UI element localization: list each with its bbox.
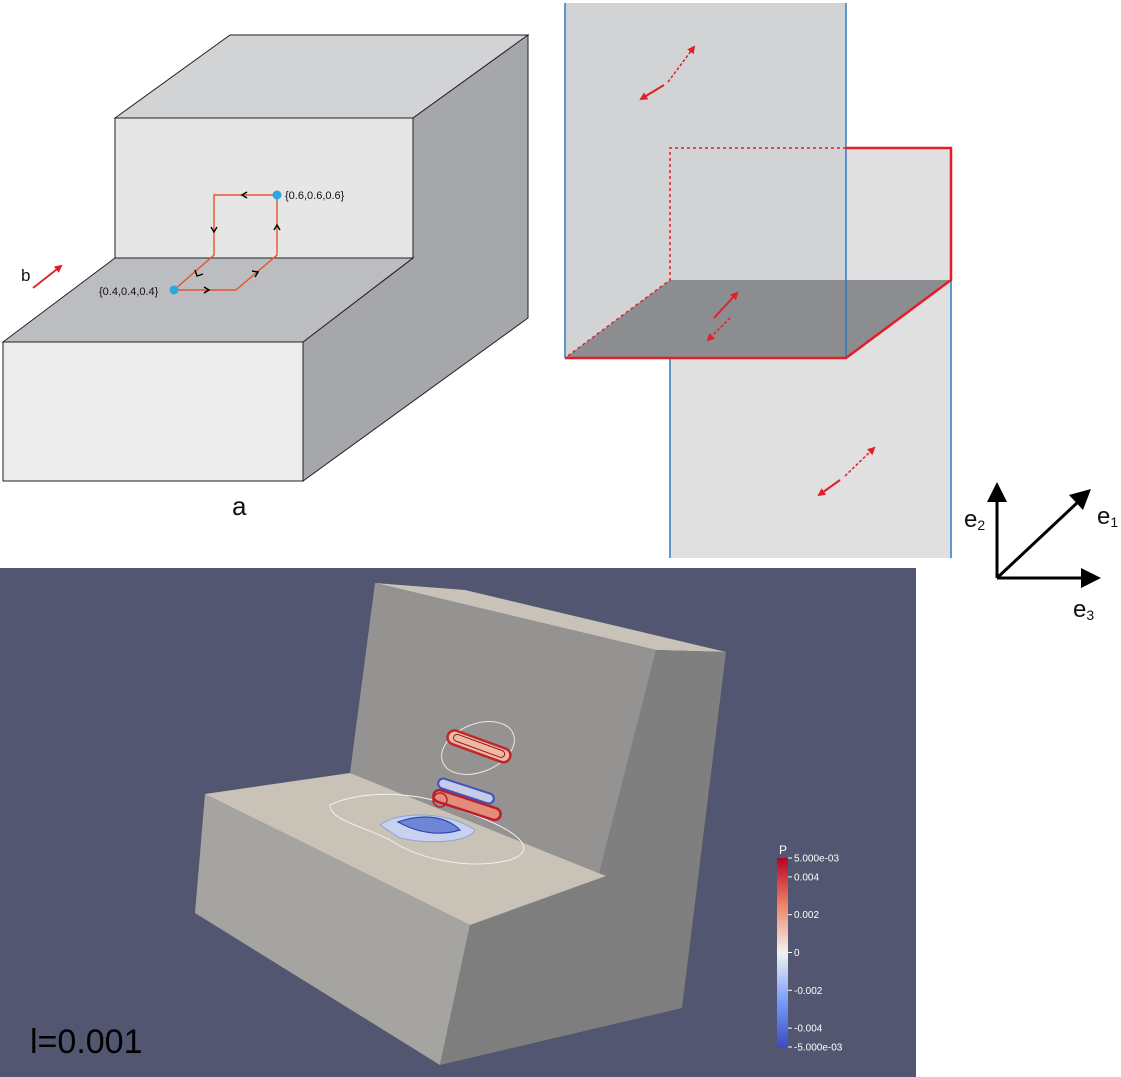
slip-arrow-lower-a xyxy=(817,479,841,497)
scale-label: l=0.001 xyxy=(30,1023,143,1061)
panel-slip-schematic xyxy=(564,3,953,558)
wall-front-face xyxy=(350,583,656,878)
axis-e3-arrowhead xyxy=(1081,568,1101,588)
wall-contour-outer xyxy=(441,721,515,775)
base-right-face xyxy=(440,876,682,1065)
loop-arrow-5 xyxy=(210,226,218,234)
lower-block-front xyxy=(2,341,304,482)
lower-slab-upper-extension xyxy=(846,148,951,280)
panel-a-step-block: {0.4,0.4,0.4} {0.6,0.6,0.6} b a xyxy=(1,34,530,521)
burgers-vector-arrow xyxy=(32,264,63,289)
axis-e1-arrowhead xyxy=(1069,489,1091,510)
burgers-vector-label: b xyxy=(21,266,30,285)
colorbar-tick-label: -0.002 xyxy=(794,986,823,997)
colorbar-tick-label: 0 xyxy=(794,948,800,959)
loop-arrow-1 xyxy=(203,286,211,294)
base-front-face xyxy=(195,794,470,1065)
panel-a-caption: a xyxy=(232,491,247,521)
colorbar-tick-label: -0.004 xyxy=(794,1024,823,1035)
slip-arrow-plane-a xyxy=(713,291,739,319)
wall-contour-core xyxy=(453,733,506,758)
colorbar-tick-label: -5.000e-03 xyxy=(794,1043,843,1054)
axis-e2-label: e2 xyxy=(964,506,985,533)
point-high-marker xyxy=(272,190,282,200)
axis-e2-arrowhead xyxy=(987,482,1007,502)
step-contour-blue-inner xyxy=(396,816,462,834)
step-contour-red-2 xyxy=(437,777,495,805)
colorbar-tick-label: 0.002 xyxy=(794,910,819,921)
slip-arrow-upper-b xyxy=(667,45,696,83)
loop-arrow-6 xyxy=(194,269,204,277)
colorbar-title: P xyxy=(779,843,787,857)
axis-e1-line xyxy=(995,500,1080,580)
loop-arrow-3 xyxy=(273,223,281,231)
step-contour-white xyxy=(329,793,525,865)
displaced-block-outline xyxy=(565,146,953,360)
point-low-marker xyxy=(169,285,179,295)
colorbar-tick-label: 5.000e-03 xyxy=(794,854,839,865)
axis-e1-label: e1 xyxy=(1097,503,1118,530)
colorbar-ticks: 5.000e-03 0.004 0.002 0 -0.002 -0.004 -5.000e-… xyxy=(788,854,843,1054)
colorbar xyxy=(777,858,788,1047)
axis-e3-label: e3 xyxy=(1073,596,1094,623)
step-contour-node xyxy=(432,792,448,808)
coordinate-axes: e2 e1 e3 xyxy=(964,482,1118,623)
upper-block-front xyxy=(114,117,414,259)
loop-arrow-2 xyxy=(251,270,260,278)
simulation-render: P 5.000e-03 0.004 0.002 0 -0.002 -0.004 -5.000… xyxy=(0,568,916,1077)
colorbar-tick-label: 0.004 xyxy=(794,872,819,883)
slip-arrow-plane-b xyxy=(706,317,731,342)
loop-arrow-4 xyxy=(240,191,248,199)
slip-arrow-upper-a xyxy=(639,84,665,101)
slip-arrow-lower-b xyxy=(844,446,876,477)
wall-contour-band xyxy=(446,729,512,764)
point-low-label: {0.4,0.4,0.4} xyxy=(99,286,159,298)
step-contour-red-1 xyxy=(432,788,502,822)
wall-top-face xyxy=(375,583,726,652)
slip-plane xyxy=(565,280,951,358)
point-high-label: {0.6,0.6,0.6} xyxy=(285,190,345,202)
hidden-edges-dashed xyxy=(564,147,846,359)
